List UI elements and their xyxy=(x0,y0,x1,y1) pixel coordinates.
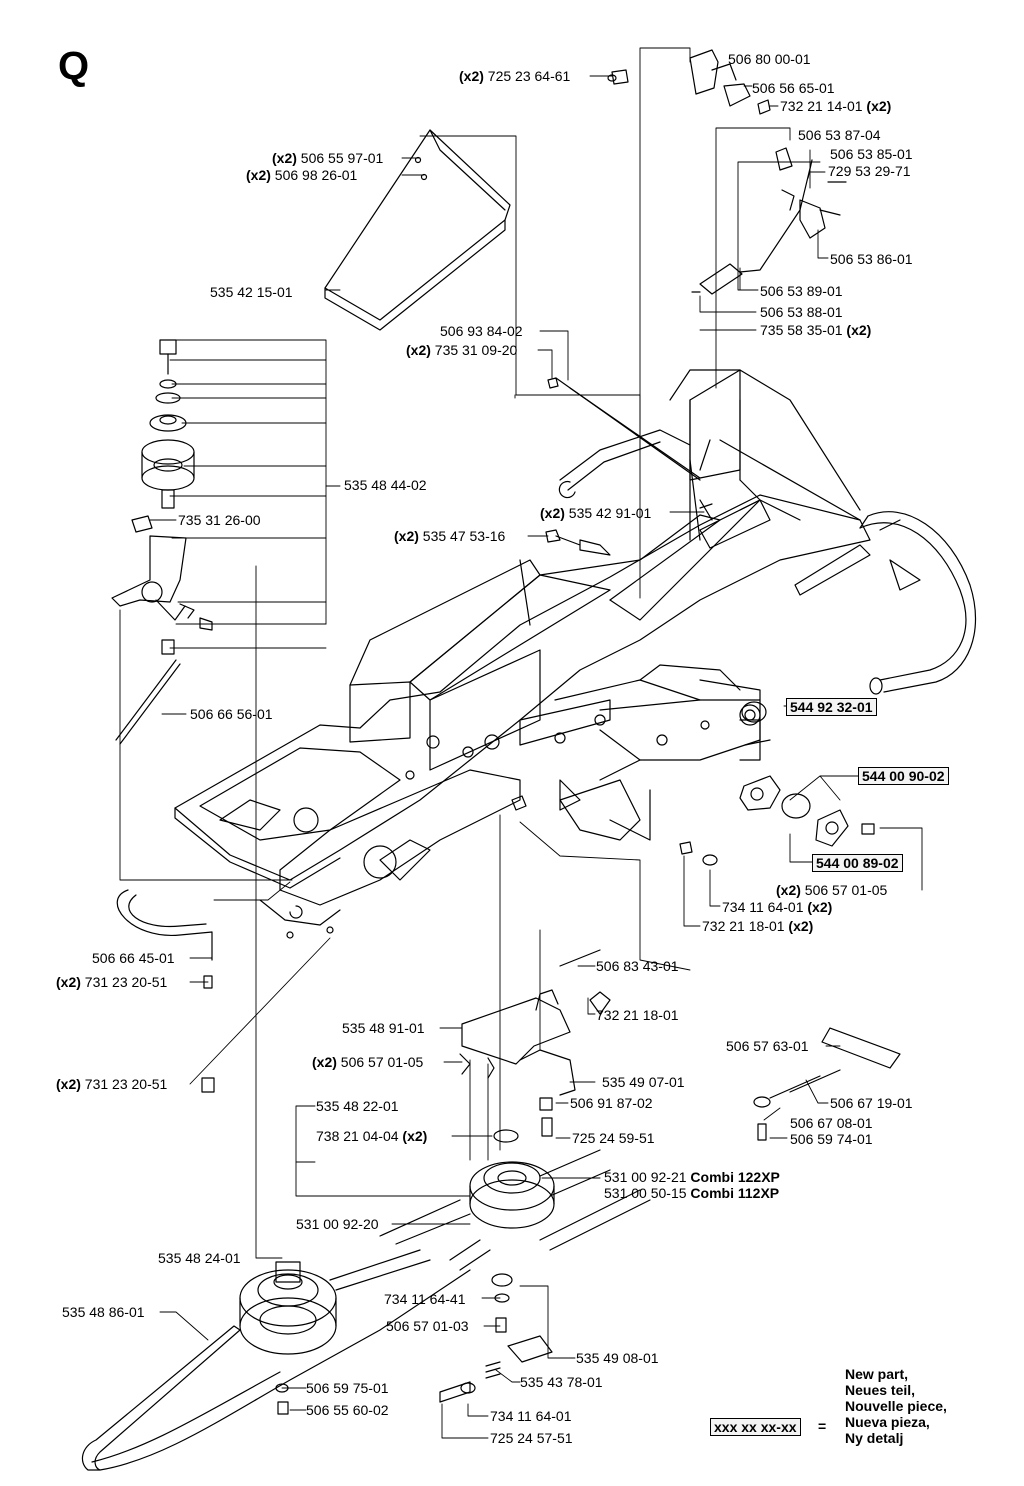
label-544-00-89-02: 544 00 89-02 xyxy=(812,854,903,872)
label-535-49-08-01: 535 49 08-01 xyxy=(576,1350,659,1366)
label-725-24-57-51: 725 24 57-51 xyxy=(490,1430,573,1446)
pulley-stack-parts xyxy=(111,339,215,1093)
label-535-48-86-01: 535 48 86-01 xyxy=(62,1304,145,1320)
label-735-31-09-20: (x2) 735 31 09-20 xyxy=(406,342,518,358)
label-732-21-14-01: 732 21 14-01 (x2) xyxy=(780,98,892,114)
label-506-53-87-04: 506 53 87-04 xyxy=(798,127,881,143)
legend-equals: = xyxy=(818,1418,827,1434)
label-535-48-22-01: 535 48 22-01 xyxy=(316,1098,399,1114)
label-535-42-15-01: 535 42 15-01 xyxy=(210,284,293,300)
label-725-23-64-61: (x2) 725 23 64-61 xyxy=(459,68,571,84)
legend-line: New part, xyxy=(845,1366,909,1382)
label-732-21-18-01: 732 21 18-01 xyxy=(596,1007,679,1023)
label-506-66-56-01: 506 66 56-01 xyxy=(190,706,273,722)
label-734-11-64-01-x2: 734 11 64-01 (x2) xyxy=(722,899,833,915)
legend-sample-box: xxx xx xx-xx xyxy=(710,1418,801,1436)
label-506-80-00-01: 506 80 00-01 xyxy=(728,51,811,67)
seat-plate xyxy=(324,129,511,331)
label-725-24-59-51: 725 24 59-51 xyxy=(572,1130,655,1146)
label-506-53-86-01: 506 53 86-01 xyxy=(830,251,913,267)
label-506-55-97-01: (x2) 506 55 97-01 xyxy=(272,150,384,166)
label-735-31-26-00: 735 31 26-00 xyxy=(178,512,261,528)
pedal-linkage xyxy=(555,49,847,541)
label-506-53-88-01: 506 53 88-01 xyxy=(760,304,843,320)
label-734-11-64-41: 734 11 64-41 xyxy=(384,1291,466,1307)
label-506-57-63-01: 506 57 63-01 xyxy=(726,1038,809,1054)
label-506-53-89-01: 506 53 89-01 xyxy=(760,283,843,299)
label-506-91-87-02: 506 91 87-02 xyxy=(570,1095,653,1111)
leader-lines xyxy=(119,47,923,1439)
label-506-67-19-01: 506 67 19-01 xyxy=(830,1095,913,1111)
pulley-belt xyxy=(81,1249,471,1471)
label-734-11-64-01: 734 11 64-01 xyxy=(490,1408,572,1424)
legend-line: Nueva pieza, xyxy=(845,1414,930,1430)
label-535-48-44-02: 535 48 44-02 xyxy=(344,477,427,493)
label-506-93-84-02: 506 93 84-02 xyxy=(440,323,523,339)
label-506-57-01-03: 506 57 01-03 xyxy=(386,1318,469,1334)
label-535-48-24-01: 535 48 24-01 xyxy=(158,1250,241,1266)
label-731-23-20-51-top: (x2) 731 23 20-51 xyxy=(56,974,168,990)
lower-assembly xyxy=(379,701,901,1403)
label-544-00-90-02: 544 00 90-02 xyxy=(858,767,949,785)
label-506-83-43-01: 506 83 43-01 xyxy=(596,958,679,974)
handle-bar xyxy=(859,511,977,695)
label-506-56-65-01: 506 56 65-01 xyxy=(752,80,835,96)
label-506-59-75-01: 506 59 75-01 xyxy=(306,1380,389,1396)
label-531-00-92-21: 531 00 92-21 Combi 122XP xyxy=(604,1169,780,1185)
label-506-53-85-01: 506 53 85-01 xyxy=(830,146,913,162)
label-506-98-26-01: (x2) 506 98 26-01 xyxy=(246,167,358,183)
fasteners xyxy=(286,74,713,939)
label-506-57-01-05-right: (x2) 506 57 01-05 xyxy=(776,882,888,898)
label-531-00-50-15: 531 00 50-15 Combi 112XP xyxy=(604,1185,780,1201)
section-letter: Q xyxy=(58,44,90,88)
label-506-55-60-02: 506 55 60-02 xyxy=(306,1402,389,1418)
legend-line: Nouvelle piece, xyxy=(845,1398,947,1414)
legend-line: Ny detalj xyxy=(845,1430,904,1446)
label-535-42-91-01: (x2) 535 42 91-01 xyxy=(540,505,652,521)
label-506-67-08-01: 506 67 08-01 xyxy=(790,1115,873,1131)
label-731-23-20-51-bottom: (x2) 731 23 20-51 xyxy=(56,1076,168,1092)
label-732-21-18-01-x2: 732 21 18-01 (x2) xyxy=(702,918,814,934)
label-506-66-45-01: 506 66 45-01 xyxy=(92,950,175,966)
chassis-frame xyxy=(174,369,921,926)
label-535-47-53-16: (x2) 535 47 53-16 xyxy=(394,528,506,544)
label-738-21-04-04: 738 21 04-04 (x2) xyxy=(316,1128,428,1144)
label-535-49-07-01: 535 49 07-01 xyxy=(602,1074,685,1090)
label-506-59-74-01: 506 59 74-01 xyxy=(790,1131,873,1147)
label-531-00-92-20: 531 00 92-20 xyxy=(296,1216,379,1232)
label-506-57-01-05-left: (x2) 506 57 01-05 xyxy=(312,1054,424,1070)
label-735-58-35-01: 735 58 35-01 (x2) xyxy=(760,322,872,338)
label-544-92-32-01: 544 92 32-01 xyxy=(786,698,877,716)
legend-line: Neues teil, xyxy=(845,1382,916,1398)
legend-text: New part, Neues teil, Nouvelle piece, Nu… xyxy=(845,1366,947,1446)
label-535-43-78-01: 535 43 78-01 xyxy=(520,1374,603,1390)
label-535-48-91-01: 535 48 91-01 xyxy=(342,1020,425,1036)
label-729-53-29-71: 729 53 29-71 xyxy=(828,163,911,179)
